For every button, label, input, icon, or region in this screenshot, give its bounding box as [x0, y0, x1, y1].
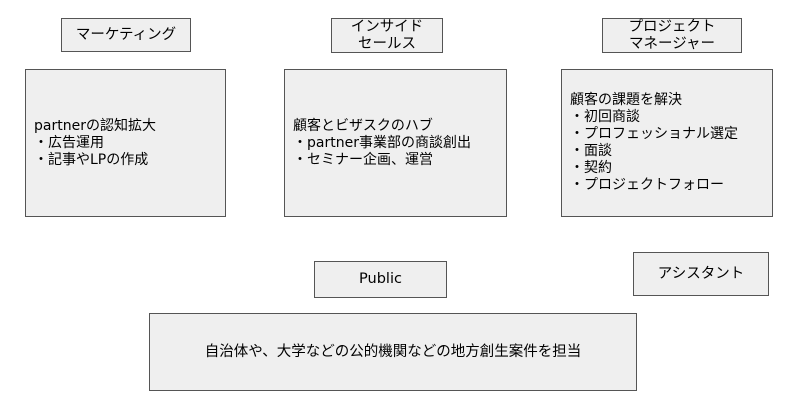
public-description-line-1: 自治体や、大学などの公的機関などの地方創生案件を担当: [204, 343, 582, 360]
project-manager-title-box: プロジェクト マネージャー: [602, 18, 742, 53]
project-manager-description-line-4: ・面談: [570, 143, 612, 159]
inside-sales-title-line-1: インサイド: [350, 18, 424, 35]
project-manager-title-line-1: プロジェクト: [628, 18, 716, 35]
project-manager-description-line-6: ・プロジェクトフォロー: [570, 177, 724, 193]
project-manager-title-line-2: マネージャー: [629, 35, 715, 52]
inside-sales-description-line-3: ・セミナー企画、運営: [293, 151, 433, 168]
inside-sales-title-box: インサイド セールス: [331, 18, 443, 53]
project-manager-description-line-5: ・契約: [570, 160, 612, 176]
inside-sales-description-line-2: ・partner事業部の商談創出: [293, 134, 471, 151]
inside-sales-description-line-1: 顧客とビザスクのハブ: [293, 117, 433, 134]
public-title-line-1: Public: [359, 271, 402, 287]
project-manager-description-line-1: 顧客の課題を解決: [570, 92, 682, 108]
marketing-title-box: マーケティング: [61, 18, 191, 52]
assistant-title-line-1: アシスタント: [657, 265, 745, 282]
assistant-title-box: アシスタント: [633, 252, 769, 296]
public-description-box: 自治体や、大学などの公的機関などの地方創生案件を担当: [149, 313, 637, 391]
marketing-description-box: partnerの認知拡大 ・広告運用 ・記事やLPの作成: [25, 69, 226, 217]
inside-sales-description-box: 顧客とビザスクのハブ ・partner事業部の商談創出 ・セミナー企画、運営: [284, 69, 507, 217]
marketing-title-line-1: マーケティング: [75, 26, 177, 43]
marketing-description-line-3: ・記事やLPの作成: [34, 151, 149, 168]
marketing-description-line-1: partnerの認知拡大: [34, 117, 156, 134]
project-manager-description-box: 顧客の課題を解決 ・初回商談 ・プロフェッショナル選定 ・面談 ・契約 ・プロジ…: [561, 69, 773, 217]
inside-sales-title-line-2: セールス: [358, 35, 416, 52]
public-title-box: Public: [314, 261, 447, 298]
project-manager-description-line-3: ・プロフェッショナル選定: [570, 126, 738, 142]
project-manager-description-line-2: ・初回商談: [570, 109, 640, 125]
marketing-description-line-2: ・広告運用: [34, 134, 104, 151]
